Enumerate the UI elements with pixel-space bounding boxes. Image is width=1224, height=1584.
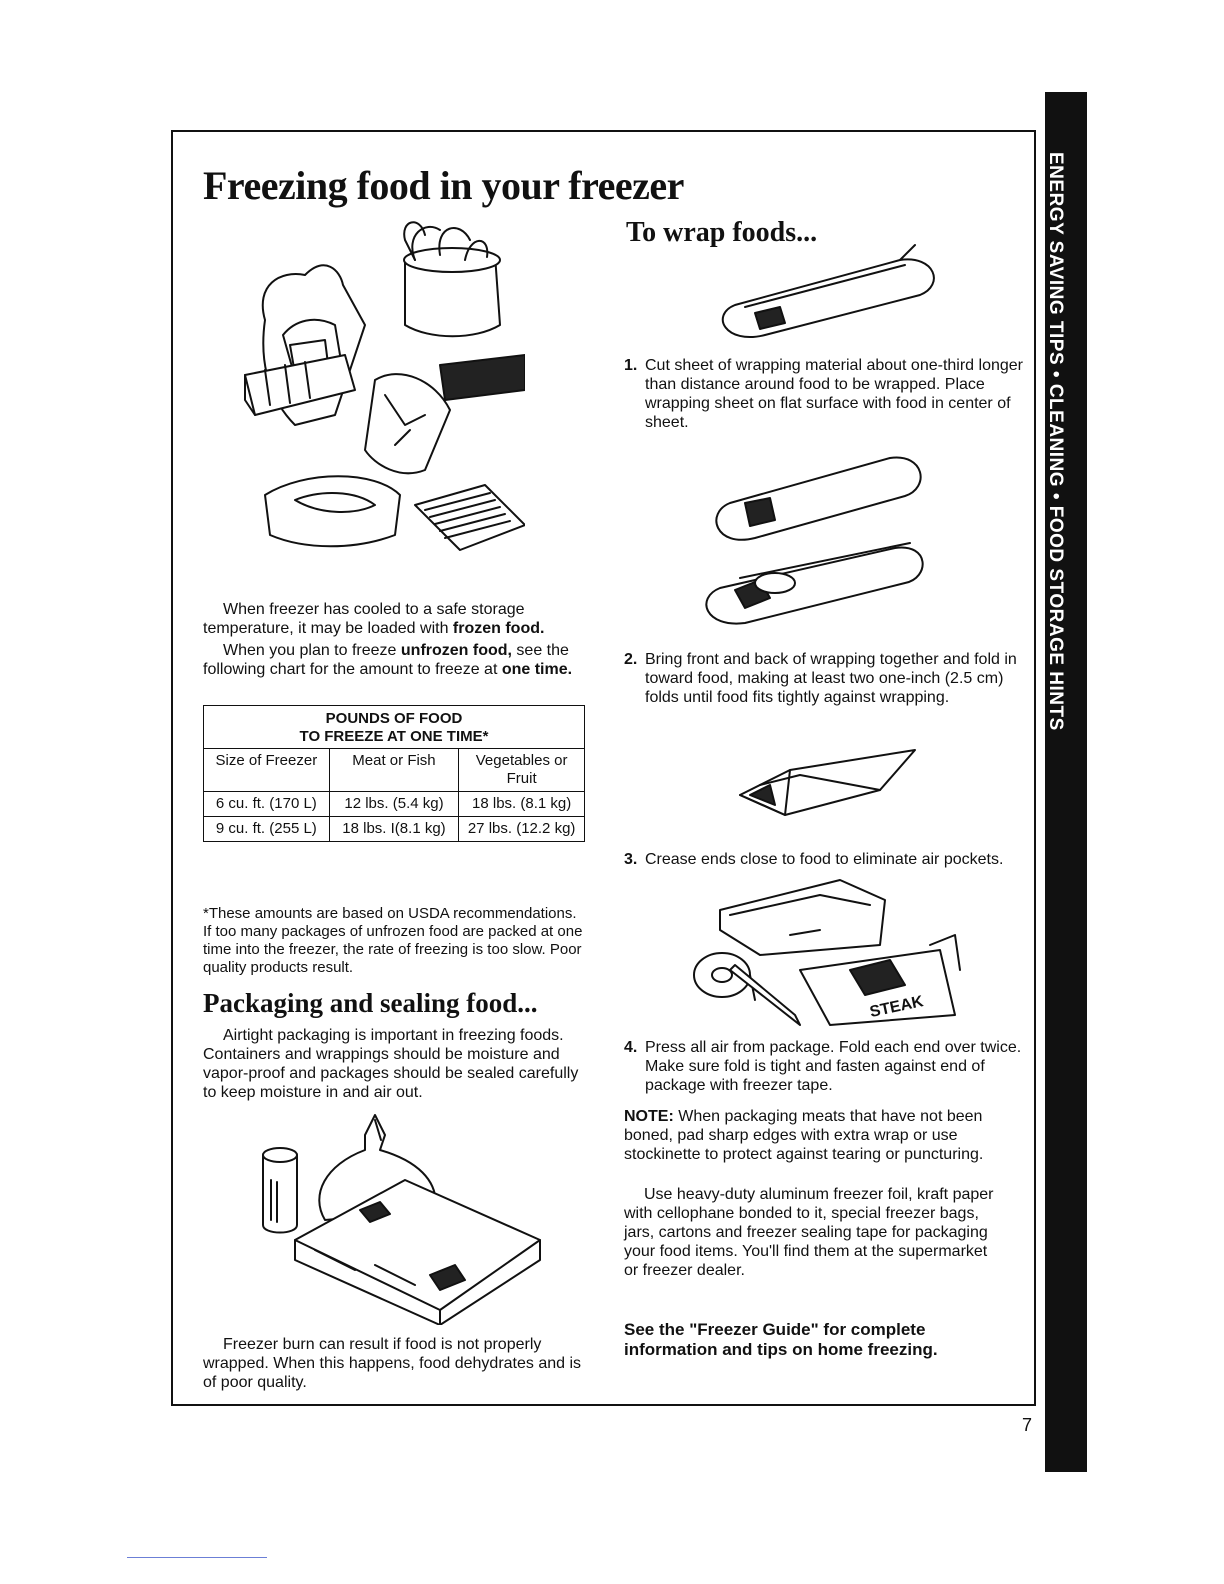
- column-header: Size of Freezer: [203, 748, 330, 792]
- page-number: 7: [1022, 1415, 1033, 1435]
- freezer-guide-reference: See the "Freezer Guide" for complete inf…: [624, 1320, 938, 1359]
- wrap-step-1: 1.Cut sheet of wrapping material about o…: [624, 357, 1023, 431]
- section-tab-label: ENERGY SAVING TIPS • CLEANING • FOOD STO…: [1045, 152, 1066, 731]
- table-title: POUNDS OF FOOD TO FREEZE AT ONE TIME*: [203, 705, 585, 749]
- table-row: 9 cu. ft. (255 L) 18 lbs. I(8.1 kg) 27 l…: [203, 816, 585, 842]
- table-cell: 18 lbs. I(8.1 kg): [328, 816, 460, 842]
- packaging-heading: Packaging and sealing food...: [203, 988, 538, 1018]
- table-cell: 12 lbs. (5.4 kg): [328, 791, 460, 817]
- frozen-food-illustration: [244, 221, 525, 551]
- intro-paragraph-1: When freezer has cooled to a safe storag…: [203, 601, 545, 637]
- frame-bottom-rule: [171, 1404, 1036, 1406]
- wrap-step-4: 4.Press all air from package. Fold each …: [624, 1039, 1022, 1094]
- wrap-step-2-illustration: [705, 456, 924, 625]
- intro-paragraph-2: When you plan to freeze unfrozen food, s…: [203, 642, 573, 678]
- column-header: Vegetables or Fruit: [458, 748, 585, 792]
- table-cell: 6 cu. ft. (170 L): [203, 791, 330, 817]
- table-cell: 18 lbs. (8.1 kg): [458, 791, 585, 817]
- content-frame: [171, 130, 1036, 1406]
- wrap-step-1-illustration: [721, 244, 935, 338]
- footer-rule: [127, 1557, 267, 1558]
- section-tab: [1045, 92, 1087, 1472]
- note-paragraph: NOTE: When packaging meats that have not…: [624, 1108, 984, 1163]
- packages-illustration: [262, 1114, 541, 1325]
- materials-paragraph: Use heavy-duty aluminum freezer foil, kr…: [624, 1186, 994, 1279]
- table-row: 6 cu. ft. (170 L) 12 lbs. (5.4 kg) 18 lb…: [203, 791, 585, 817]
- wrap-heading: To wrap foods...: [626, 217, 818, 248]
- wrap-step-2: 2.Bring front and back of wrapping toget…: [624, 651, 1017, 706]
- freeze-amount-table: POUNDS OF FOOD TO FREEZE AT ONE TIME* Si…: [203, 705, 585, 842]
- freezer-burn-paragraph: Freezer burn can result if food is not p…: [203, 1336, 582, 1391]
- table-footnote: *These amounts are based on USDA recomme…: [203, 905, 583, 976]
- table-cell: 9 cu. ft. (255 L): [203, 816, 330, 842]
- wrap-step-4-illustration: STEAK: [693, 879, 961, 1026]
- page-title: Freezing food in your freezer: [203, 163, 684, 208]
- wrap-step-3-illustration: [739, 749, 916, 816]
- table-cell: 27 lbs. (12.2 kg): [458, 816, 585, 842]
- packaging-paragraph: Airtight packaging is important in freez…: [203, 1027, 579, 1101]
- wrap-step-3: 3.Crease ends close to food to eliminate…: [624, 851, 1004, 868]
- column-header: Meat or Fish: [328, 748, 460, 792]
- table-header-row: Size of Freezer Meat or Fish Vegetables …: [203, 748, 585, 792]
